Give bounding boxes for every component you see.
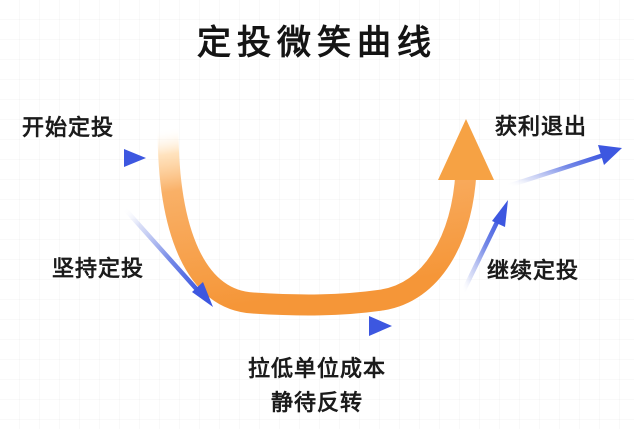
label-lower-cost-block: 拉低单位成本 静待反转 [0, 356, 634, 417]
label-exit-profit: 获利退出 [495, 115, 588, 140]
arrow-start-investing [11, 149, 146, 167]
label-lower-cost-line1: 拉低单位成本 [247, 357, 386, 382]
arrow-keep-investing [121, 205, 213, 307]
smile-curve-orange [157, 117, 494, 316]
page-title: 定投微笑曲线 [197, 23, 437, 63]
arrow-exit-profit [505, 145, 622, 189]
arrow-lower-cost [221, 316, 392, 336]
label-continue-investing: 继续定投 [487, 259, 580, 284]
curve-arrowhead-icon [438, 119, 494, 180]
label-start-investing: 开始定投 [22, 116, 115, 141]
arrow-continue-investing [460, 200, 508, 295]
label-keep-investing: 坚持定投 [52, 257, 145, 282]
label-lower-cost-line2: 静待反转 [270, 390, 363, 416]
